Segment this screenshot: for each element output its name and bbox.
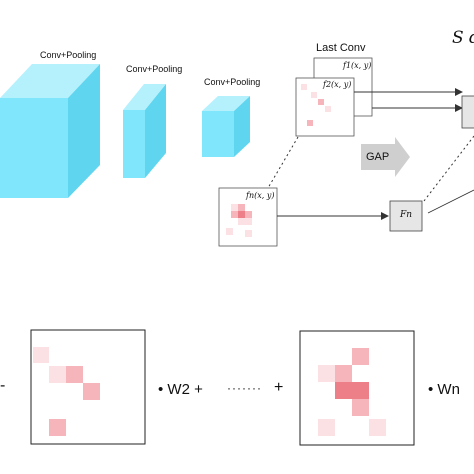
eq-wn-term: • Wn <box>428 381 460 398</box>
eq-plus: + <box>274 379 284 396</box>
feature-cube-small <box>202 96 250 157</box>
label-conv-pooling-2: Conv+Pooling <box>126 64 183 74</box>
label-s: S d <box>452 28 474 48</box>
dotted-connector <box>267 136 299 189</box>
eq-w2-term: • W2 + <box>158 381 203 398</box>
line-to-right <box>427 189 474 214</box>
label-last-conv: Last Conv <box>316 42 366 54</box>
eq-leading-op: - <box>0 377 6 394</box>
label-f1: f1(x, y) <box>343 61 372 70</box>
eq-dots: ······· <box>227 381 262 395</box>
heatmap-n <box>299 330 415 446</box>
label-f2: f2(x, y) <box>323 80 352 89</box>
dotted-to-top <box>423 135 474 202</box>
node-Fn <box>389 200 423 232</box>
label-conv-pooling-1: Conv+Pooling <box>40 50 97 60</box>
heatmap-1 <box>30 329 146 445</box>
feature-map-f2 <box>295 77 355 137</box>
feature-cube-medium <box>123 84 166 178</box>
label-conv-pooling-3: Conv+Pooling <box>204 77 261 87</box>
label-Fn: Fn <box>400 210 413 220</box>
label-fn: fn(x, y) <box>246 191 275 200</box>
feature-cube-large <box>0 64 100 198</box>
node-F1 <box>461 95 474 129</box>
label-gap: GAP <box>366 151 390 163</box>
gap-arrow <box>361 137 410 177</box>
feature-map-fn <box>218 187 278 247</box>
